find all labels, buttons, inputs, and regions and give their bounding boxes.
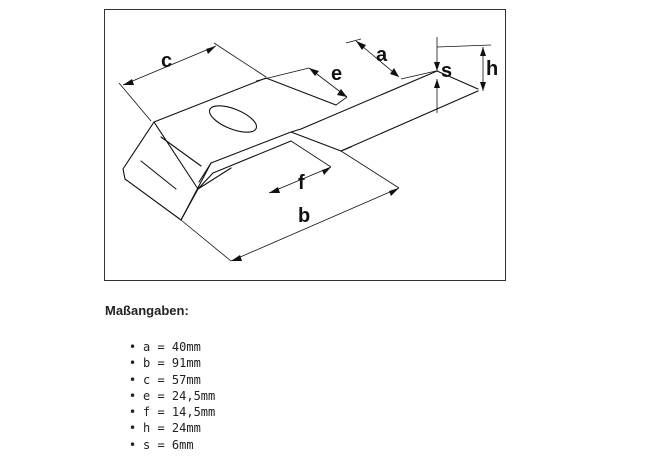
dimension-lines: [118, 37, 492, 262]
bullet-icon: •: [129, 421, 137, 436]
dimension-h-text: h = 24mm: [143, 421, 201, 436]
label-c: c: [161, 50, 172, 72]
list-item: • f = 14,5mm: [129, 404, 215, 420]
list-item: • e = 24,5mm: [129, 388, 215, 404]
dimension-drawing-frame: c a e s h f b: [104, 9, 506, 281]
label-h: h: [486, 58, 498, 80]
dimension-c-text: c = 57mm: [143, 372, 201, 387]
bullet-icon: •: [129, 340, 137, 354]
label-e: e: [331, 63, 342, 85]
dimension-s-text: s = 6mm: [143, 437, 194, 452]
dimension-f-text: f = 14,5mm: [143, 405, 216, 420]
dimension-b-text: b = 91mm: [143, 356, 201, 371]
list-item: • b = 91mm: [129, 355, 215, 371]
dimension-arrows: [123, 41, 486, 261]
clamp-technical-drawing: c a e s h f b: [118, 37, 498, 262]
label-a: a: [376, 44, 388, 66]
label-f: f: [298, 172, 305, 194]
dimension-a-text: a = 40mm: [143, 340, 201, 354]
bullet-icon: •: [129, 356, 137, 371]
list-item: • a = 40mm: [129, 339, 215, 355]
dimensions-list: • a = 40mm • b = 91mm • c = 57mm • e = 24,5m…: [129, 339, 215, 453]
bullet-icon: •: [129, 372, 137, 387]
bullet-icon: •: [129, 437, 137, 452]
list-item: • h = 24mm: [129, 420, 215, 436]
list-item: • c = 57mm: [129, 372, 215, 388]
label-b: b: [298, 205, 310, 227]
clamp-part-outline: [122, 70, 479, 221]
bullet-icon: •: [129, 405, 137, 420]
dimensions-heading: Maßangaben:: [105, 303, 189, 318]
dimension-labels: c a e s h f b: [161, 44, 498, 227]
dimension-e-text: e = 24,5mm: [143, 388, 216, 403]
list-item: • s = 6mm: [129, 437, 215, 453]
bullet-icon: •: [129, 388, 137, 403]
label-s: s: [441, 60, 452, 82]
